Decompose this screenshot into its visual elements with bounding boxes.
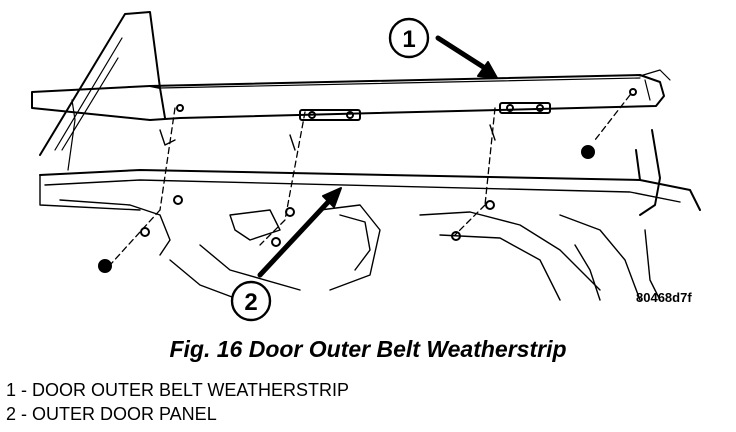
inner-door-contours	[59, 199, 661, 301]
door-weatherstrip-illustration: 1 2 80468d7f	[31, 11, 701, 322]
alignment-lines	[109, 94, 631, 266]
callout-1: 1	[388, 17, 498, 79]
figure-reference-code: 80468d7f	[636, 290, 692, 305]
svg-text:2: 2	[244, 289, 257, 316]
callout-2: 2	[230, 187, 342, 322]
belt-weatherstrip	[31, 69, 671, 121]
window-glass	[39, 11, 161, 171]
door-frame	[39, 129, 701, 216]
figure-caption: Fig. 16 Door Outer Belt Weatherstrip	[169, 336, 567, 362]
legend-item-2: 2 - OUTER DOOR PANEL	[6, 404, 217, 424]
callout-legend: 1 - DOOR OUTER BELT WEATHERSTRIP 2 - OUT…	[6, 378, 349, 426]
fasteners	[98, 124, 595, 273]
svg-text:1: 1	[402, 26, 415, 53]
legend-item-1: 1 - DOOR OUTER BELT WEATHERSTRIP	[6, 380, 350, 400]
